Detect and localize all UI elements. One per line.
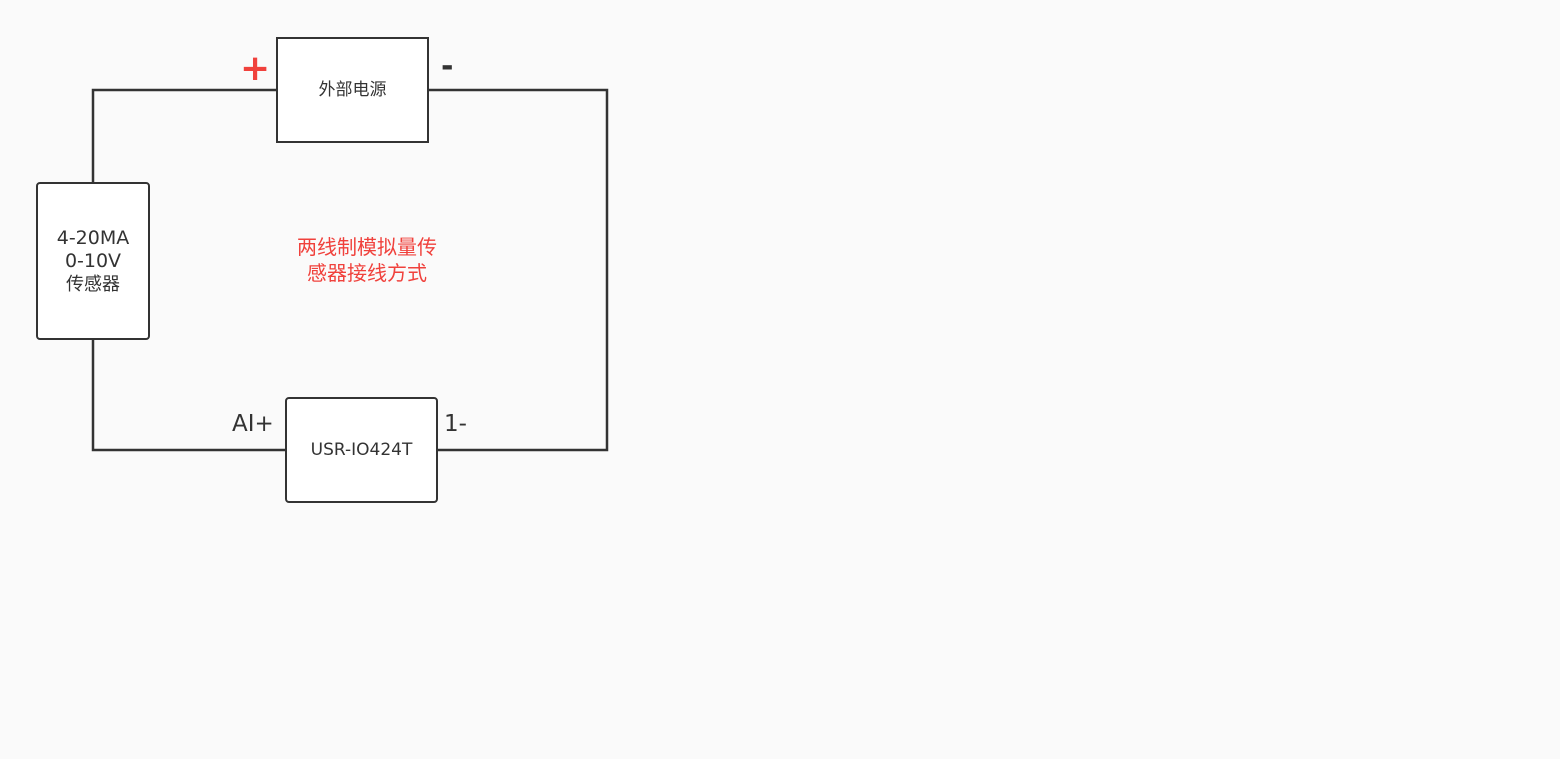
device-negative-terminal: 1- — [444, 411, 467, 437]
sensor-box: 4-20MA 0-10V 传感器 — [36, 182, 150, 340]
caption-line-2: 感器接线方式 — [307, 261, 427, 285]
sensor-label: 传感器 — [66, 273, 120, 295]
power-supply-box: 外部电源 — [276, 37, 429, 143]
device-ai-positive-terminal: AI+ — [232, 411, 274, 437]
sensor-range-current: 4-20MA — [56, 226, 130, 249]
device-box: USR-IO424T — [285, 397, 438, 503]
power-supply-label: 外部电源 — [318, 80, 387, 100]
wire-sensor-to-power-positive — [91, 88, 278, 183]
wire-sensor-to-device-ai-positive — [91, 339, 287, 452]
power-positive-terminal: + — [240, 48, 271, 89]
wire-power-negative-to-device-negative — [428, 88, 609, 452]
caption-line-1: 两线制模拟量传 — [297, 235, 437, 259]
power-negative-terminal: - — [441, 49, 454, 84]
sensor-range-voltage: 0-10V — [64, 249, 122, 272]
diagram-caption: 两线制模拟量传 感器接线方式 — [272, 234, 462, 286]
device-label: USR-IO424T — [310, 440, 413, 460]
